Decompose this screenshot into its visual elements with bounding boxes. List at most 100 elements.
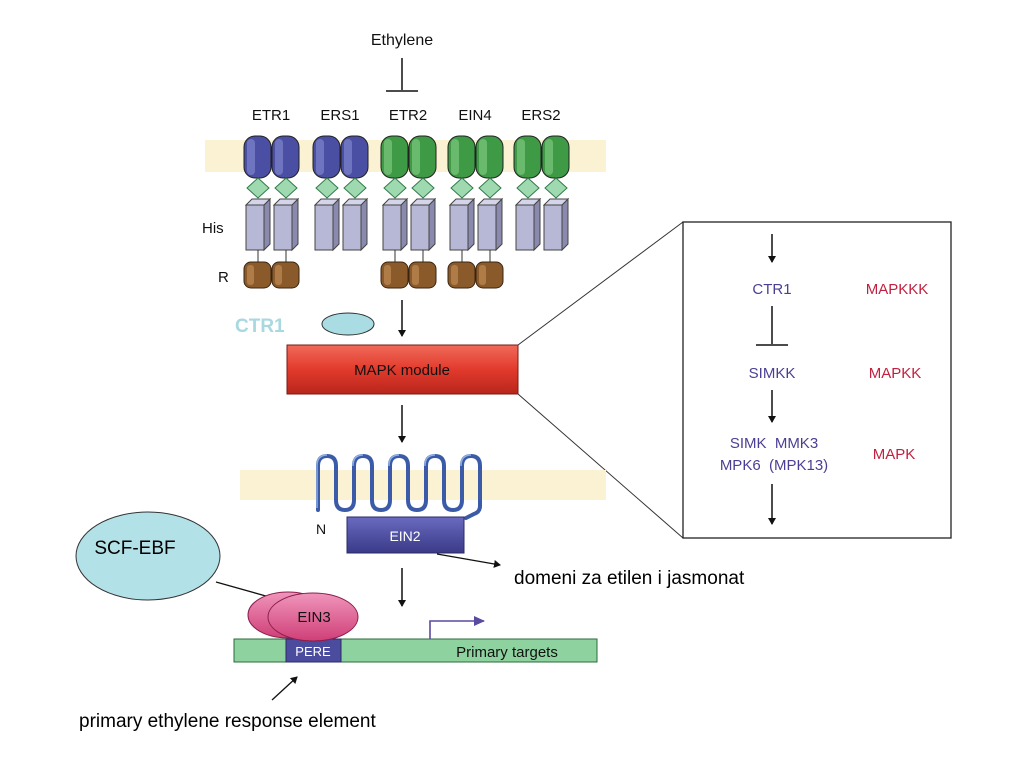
cylinder-highlight (412, 139, 420, 175)
cylinder-highlight (384, 139, 392, 175)
receiver-highlight (412, 265, 419, 285)
histidine-kinase-top (244, 198, 272, 206)
histidine-kinase-side (533, 197, 541, 252)
inset-ctr1-label: CTR1 (752, 281, 791, 298)
gaf-domain-diamond (274, 177, 298, 199)
histidine-kinase-box (410, 204, 430, 251)
receptor-ers2: ERS2 (513, 107, 570, 252)
cylinder-highlight (479, 139, 487, 175)
histidine-kinase-box (342, 204, 362, 251)
histidine-kinase-box (449, 204, 469, 251)
receptor-label-ein4: EIN4 (458, 107, 491, 124)
cylinder-highlight (451, 139, 459, 175)
histidine-kinase-side (263, 197, 271, 252)
gaf-domain-diamond (246, 177, 270, 199)
gaf-domain-diamond (343, 177, 367, 199)
receiver-highlight (451, 265, 458, 285)
inset-mpk6-mpk13-label: MPK6 (MPK13) (720, 457, 828, 474)
histidine-kinase-box (245, 204, 265, 251)
his-domain-label: His (202, 220, 224, 237)
n-terminus-label: N (316, 521, 326, 537)
ctr1-oval (321, 312, 375, 336)
mapk-module-label: MAPK module (354, 362, 450, 379)
cylinder-highlight (275, 139, 283, 175)
ein2-domain-note: domeni za etilen i jasmonat (514, 568, 745, 589)
receptor-label-ers1: ERS1 (320, 107, 359, 124)
ein3-front-oval (267, 592, 359, 642)
histidine-kinase-side (495, 197, 503, 252)
ethylene-label: Ethylene (371, 32, 433, 49)
histidine-kinase-box (382, 204, 402, 251)
zoom-line-bottom (517, 393, 684, 539)
receptor-label-etr2: ETR2 (389, 107, 427, 124)
ein2-note-arrow (436, 553, 501, 568)
cylinder-highlight (316, 139, 324, 175)
ein2-box (346, 516, 465, 554)
primary-targets-label: Primary targets (456, 644, 558, 661)
histidine-kinase-side (360, 197, 368, 252)
receptor-etr2: ETR2 (380, 107, 437, 289)
receiver-highlight (384, 265, 391, 285)
histidine-kinase-side (428, 197, 436, 252)
histidine-kinase-top (313, 198, 341, 206)
cylinder-highlight (545, 139, 553, 175)
mapk-cascade-inset (682, 221, 952, 539)
histidine-kinase-top (341, 198, 369, 206)
histidine-kinase-top (476, 198, 504, 206)
pere-note: primary ethylene response element (79, 711, 376, 732)
mapk-module-box (286, 344, 519, 395)
transcription-start-arrow (429, 616, 485, 639)
zoom-line-top (517, 221, 684, 346)
ein2-label: EIN2 (389, 528, 420, 544)
histidine-kinase-box (515, 204, 535, 251)
ein3-label: EIN3 (297, 609, 330, 626)
receiver-highlight (275, 265, 282, 285)
histidine-kinase-top (409, 198, 437, 206)
receptor-label-etr1: ETR1 (252, 107, 290, 124)
pere-note-arrow (271, 676, 298, 701)
receiver-highlight (479, 265, 486, 285)
histidine-kinase-side (467, 197, 475, 252)
inset-mapkkk-label: MAPKKK (866, 281, 929, 298)
ein2-transmembrane-coil (316, 453, 482, 520)
histidine-kinase-box (273, 204, 293, 251)
r-domain-label: R (218, 269, 229, 286)
histidine-kinase-box (314, 204, 334, 251)
histidine-kinase-top (272, 198, 300, 206)
ein2-transmembrane-highlight (316, 454, 472, 508)
gaf-domain-diamond (411, 177, 435, 199)
gaf-domain-diamond (315, 177, 339, 199)
receiver-highlight (247, 265, 254, 285)
gaf-domain-diamond (478, 177, 502, 199)
receptor-label-ers2: ERS2 (521, 107, 560, 124)
inset-mapkk-label: MAPKK (869, 365, 922, 382)
inset-simkk-label: SIMKK (749, 365, 796, 382)
cylinder-highlight (344, 139, 352, 175)
histidine-kinase-top (542, 198, 570, 206)
receptor-etr1: ETR1 (243, 107, 300, 289)
histidine-kinase-box (477, 204, 497, 251)
scf-ebf-oval (75, 511, 221, 601)
histidine-kinase-top (381, 198, 409, 206)
receptor-ers1: ERS1 (312, 107, 369, 252)
cylinder-highlight (517, 139, 525, 175)
histidine-kinase-side (400, 197, 408, 252)
histidine-kinase-top (514, 198, 542, 206)
gaf-domain-diamond (544, 177, 568, 199)
gaf-domain-diamond (383, 177, 407, 199)
lower-membrane (240, 470, 606, 500)
gaf-domain-diamond (450, 177, 474, 199)
pere-label: PERE (295, 644, 331, 659)
gaf-domain-diamond (516, 177, 540, 199)
inset-simk-mmk3-label: SIMK MMK3 (730, 435, 818, 452)
ctr1-label: CTR1 (235, 316, 285, 337)
histidine-kinase-top (448, 198, 476, 206)
receptor-ein4: EIN4 (447, 107, 504, 289)
histidine-kinase-box (543, 204, 563, 251)
receptor-group: ETR1 ERS1 ETR2 EIN4 ERS2 (243, 107, 570, 289)
histidine-kinase-side (291, 197, 299, 252)
scf-ebf-label: SCF-EBF (94, 538, 175, 559)
histidine-kinase-side (561, 197, 569, 252)
inset-mapk-label: MAPK (873, 446, 916, 463)
